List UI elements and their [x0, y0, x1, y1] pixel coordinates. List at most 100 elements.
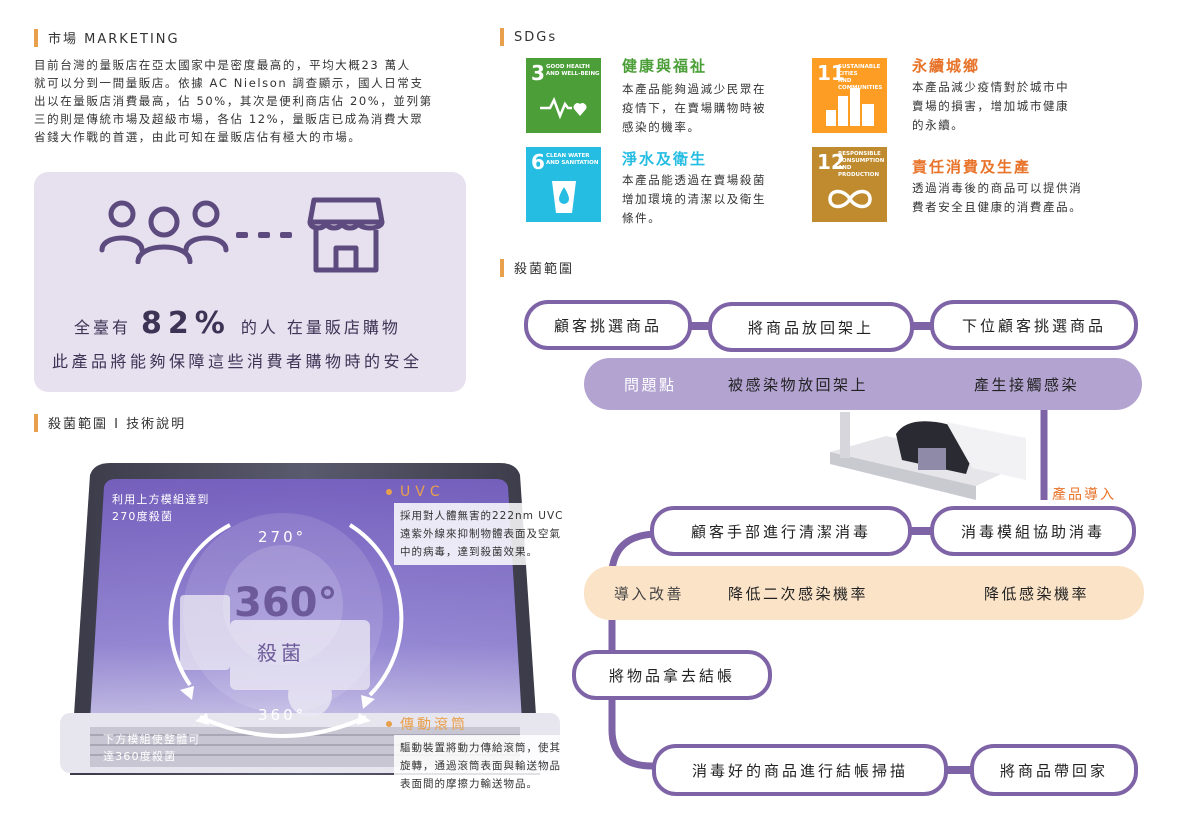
- device-illustration: [30, 455, 590, 795]
- flow-step-scan: 消毒好的商品進行結帳掃描: [652, 744, 948, 796]
- sdg-11-desc: 永續城鄉 本產品減少疫情對於城市中賣場的損害，增加城市健康的永續。: [912, 55, 1102, 135]
- flow-step-next-customer: 下位顧客挑選商品: [930, 300, 1138, 350]
- paragraph-line: 三的則是傳統市場及超級市場，各佔 12%，量販店已成為消費大眾: [34, 112, 424, 126]
- infinity-icon: [828, 189, 872, 209]
- uvc-line: 採用對人體無害的222nm UVC: [400, 510, 564, 522]
- flow-step-take-home: 將商品帶回家: [970, 744, 1138, 796]
- flow-connector: [910, 527, 934, 535]
- flow-connector: [946, 766, 974, 774]
- flow-step-return: 將商品放回架上: [708, 302, 914, 352]
- problem-label: 問題點: [624, 375, 677, 394]
- flow-connector: [690, 322, 712, 330]
- paragraph-line: 出以在量販店消費最高，佔 50%，其次是便利商店佔 20%，並列第: [34, 94, 433, 108]
- degree-360-label: 360°: [258, 706, 307, 724]
- sdg-heading: 健康與福祉: [622, 57, 708, 75]
- heading-bar: [34, 28, 38, 47]
- callout-dot: [386, 721, 392, 727]
- sdg-number: 3: [531, 61, 545, 85]
- degree-270-label: 270°: [258, 528, 307, 546]
- people-group-icon: [99, 200, 229, 264]
- uvc-title: UVC: [400, 484, 445, 500]
- stat-prefix: 全臺有: [74, 318, 132, 337]
- problem-band: 問題點 被感染物放回架上 產生接觸感染: [584, 358, 1142, 410]
- sdg-3-desc: 健康與福祉 本產品能夠過減少民眾在疫情下，在賣場購物時被感染的機率。: [622, 55, 802, 137]
- heartbeat-icon: [540, 96, 587, 120]
- tech-title: 殺菌範圍 I 技術說明: [48, 417, 187, 432]
- sdg-text: 本產品減少疫情對於城市中賣場的損害，增加城市健康的永續。: [912, 80, 1070, 132]
- center-360-label: 360°: [234, 580, 338, 626]
- device-graphic: [60, 463, 560, 775]
- improve-a: 降低二次感染機率: [728, 584, 869, 603]
- tech-heading: 殺菌範圍 I 技術說明: [34, 413, 186, 432]
- center-sterilize-label: 殺菌: [257, 641, 305, 665]
- sdg-number: 11: [817, 61, 845, 85]
- marketing-title: 市場 MARKETING: [48, 32, 180, 47]
- improve-b: 降低感染機率: [984, 584, 1090, 603]
- stat-line-2: 此產品將能夠保障這些消費者購物時的安全: [52, 352, 423, 371]
- callout-dot: [386, 489, 392, 495]
- sdgs-heading: SDGs: [500, 28, 557, 46]
- roller-line: 旋轉，通過滾筒表面與輸送物品: [400, 760, 561, 772]
- roller-title: 傳動滾筒: [400, 717, 468, 733]
- sdg-6-desc: 淨水及衛生 本產品能透過在賣場殺菌增加環境的清潔以及衛生條件。: [622, 148, 802, 228]
- flow-step-hand-sanitize: 顧客手部進行清潔消毒: [650, 506, 912, 556]
- flow-step-checkout: 將物品拿去結帳: [572, 650, 772, 700]
- lower-note-line: 下方模組使整體可: [103, 733, 201, 746]
- product-intro-label: 產品導入: [1052, 487, 1116, 503]
- flow-title: 殺菌範圍: [514, 262, 575, 277]
- store-icon: [307, 197, 385, 273]
- flow-connector: [912, 322, 934, 330]
- paragraph-line: 就可以分到一間量販店。依據 AC Nielson 調查顯示，國人日常支: [34, 76, 424, 90]
- heading-bar: [500, 28, 504, 46]
- sdg-heading: 永續城鄉: [912, 57, 981, 75]
- flow-step-pick: 顧客挑選商品: [524, 300, 692, 350]
- upper-note-line: 利用上方模組達到: [112, 493, 210, 506]
- marketing-heading: 市場 MARKETING: [34, 28, 180, 47]
- marketing-paragraph: 目前台灣的量販店在亞太國家中是密度最高的，平均大概23 萬人 就可以分到一間量販…: [34, 56, 484, 146]
- problem-b: 產生接觸感染: [974, 375, 1080, 394]
- improve-label: 導入改善: [614, 584, 685, 603]
- sdgs-title: SDGs: [514, 29, 558, 45]
- stat-suffix: 的人 在量販店購物: [240, 318, 401, 337]
- stat-value: 82%: [141, 306, 231, 341]
- improve-band: 導入改善 降低二次感染機率 降低感染機率: [584, 566, 1144, 620]
- roller-callout-text: 驅動裝置將動力傳給滾筒，使其 旋轉，通過滾筒表面與輸送物品 表面間的摩擦力輸送物…: [394, 735, 598, 797]
- lower-module-note: 下方模組使整體可 達360度殺菌: [103, 731, 201, 765]
- paragraph-line: 省錢大作戰的首選，由此可知在量販店佔有極大的市場。: [34, 130, 362, 144]
- uvc-callout-title: UVC: [386, 484, 445, 500]
- stat-card: 全臺有 82% 的人 在量販店購物 此產品將能夠保障這些消費者購物時的安全: [34, 172, 466, 392]
- water-drop-icon: [552, 181, 576, 213]
- dash-connector: [236, 232, 292, 238]
- flow-step-module-sanitize: 消毒模組協助消毒: [930, 506, 1136, 556]
- upper-note-line: 270度殺菌: [112, 510, 174, 523]
- upper-module-note: 利用上方模組達到 270度殺菌: [112, 491, 210, 525]
- lower-note-line: 達360度殺菌: [103, 750, 177, 763]
- roller-line: 驅動裝置將動力傳給滾筒，使其: [400, 742, 561, 754]
- heading-bar: [500, 258, 504, 277]
- sdg-text: 本產品能透過在賣場殺菌增加環境的清潔以及衛生條件。: [622, 173, 767, 225]
- product-image: [830, 412, 1026, 500]
- sdg-number: 6: [531, 150, 545, 174]
- sdg-12-desc: 責任消費及生產 透過消毒後的商品可以提供消費者安全且健康的消費產品。: [912, 156, 1122, 217]
- problem-a: 被感染物放回架上: [728, 375, 869, 394]
- stat-line: 全臺有 82% 的人 在量販店購物: [74, 306, 434, 341]
- sdg-text: 透過消毒後的商品可以提供消費者安全且健康的消費產品。: [912, 181, 1083, 214]
- sdg-heading: 淨水及衛生: [622, 150, 708, 168]
- uvc-line: 中的病毒，達到殺菌效果。: [400, 546, 538, 558]
- roller-line: 表面間的摩擦力輸送物品。: [400, 778, 538, 790]
- sdg-number: 12: [817, 150, 845, 174]
- sdg-text: 本產品能夠過減少民眾在疫情下，在賣場購物時被感染的機率。: [622, 82, 767, 134]
- sdg-heading: 責任消費及生產: [912, 158, 1032, 176]
- city-icon: [826, 88, 874, 126]
- uvc-line: 遠紫外線來抑制物體表面及空氣: [400, 528, 561, 540]
- flow-heading: 殺菌範圍: [500, 258, 574, 277]
- paragraph-line: 目前台灣的量販店在亞太國家中是密度最高的，平均大概23 萬人: [34, 58, 411, 72]
